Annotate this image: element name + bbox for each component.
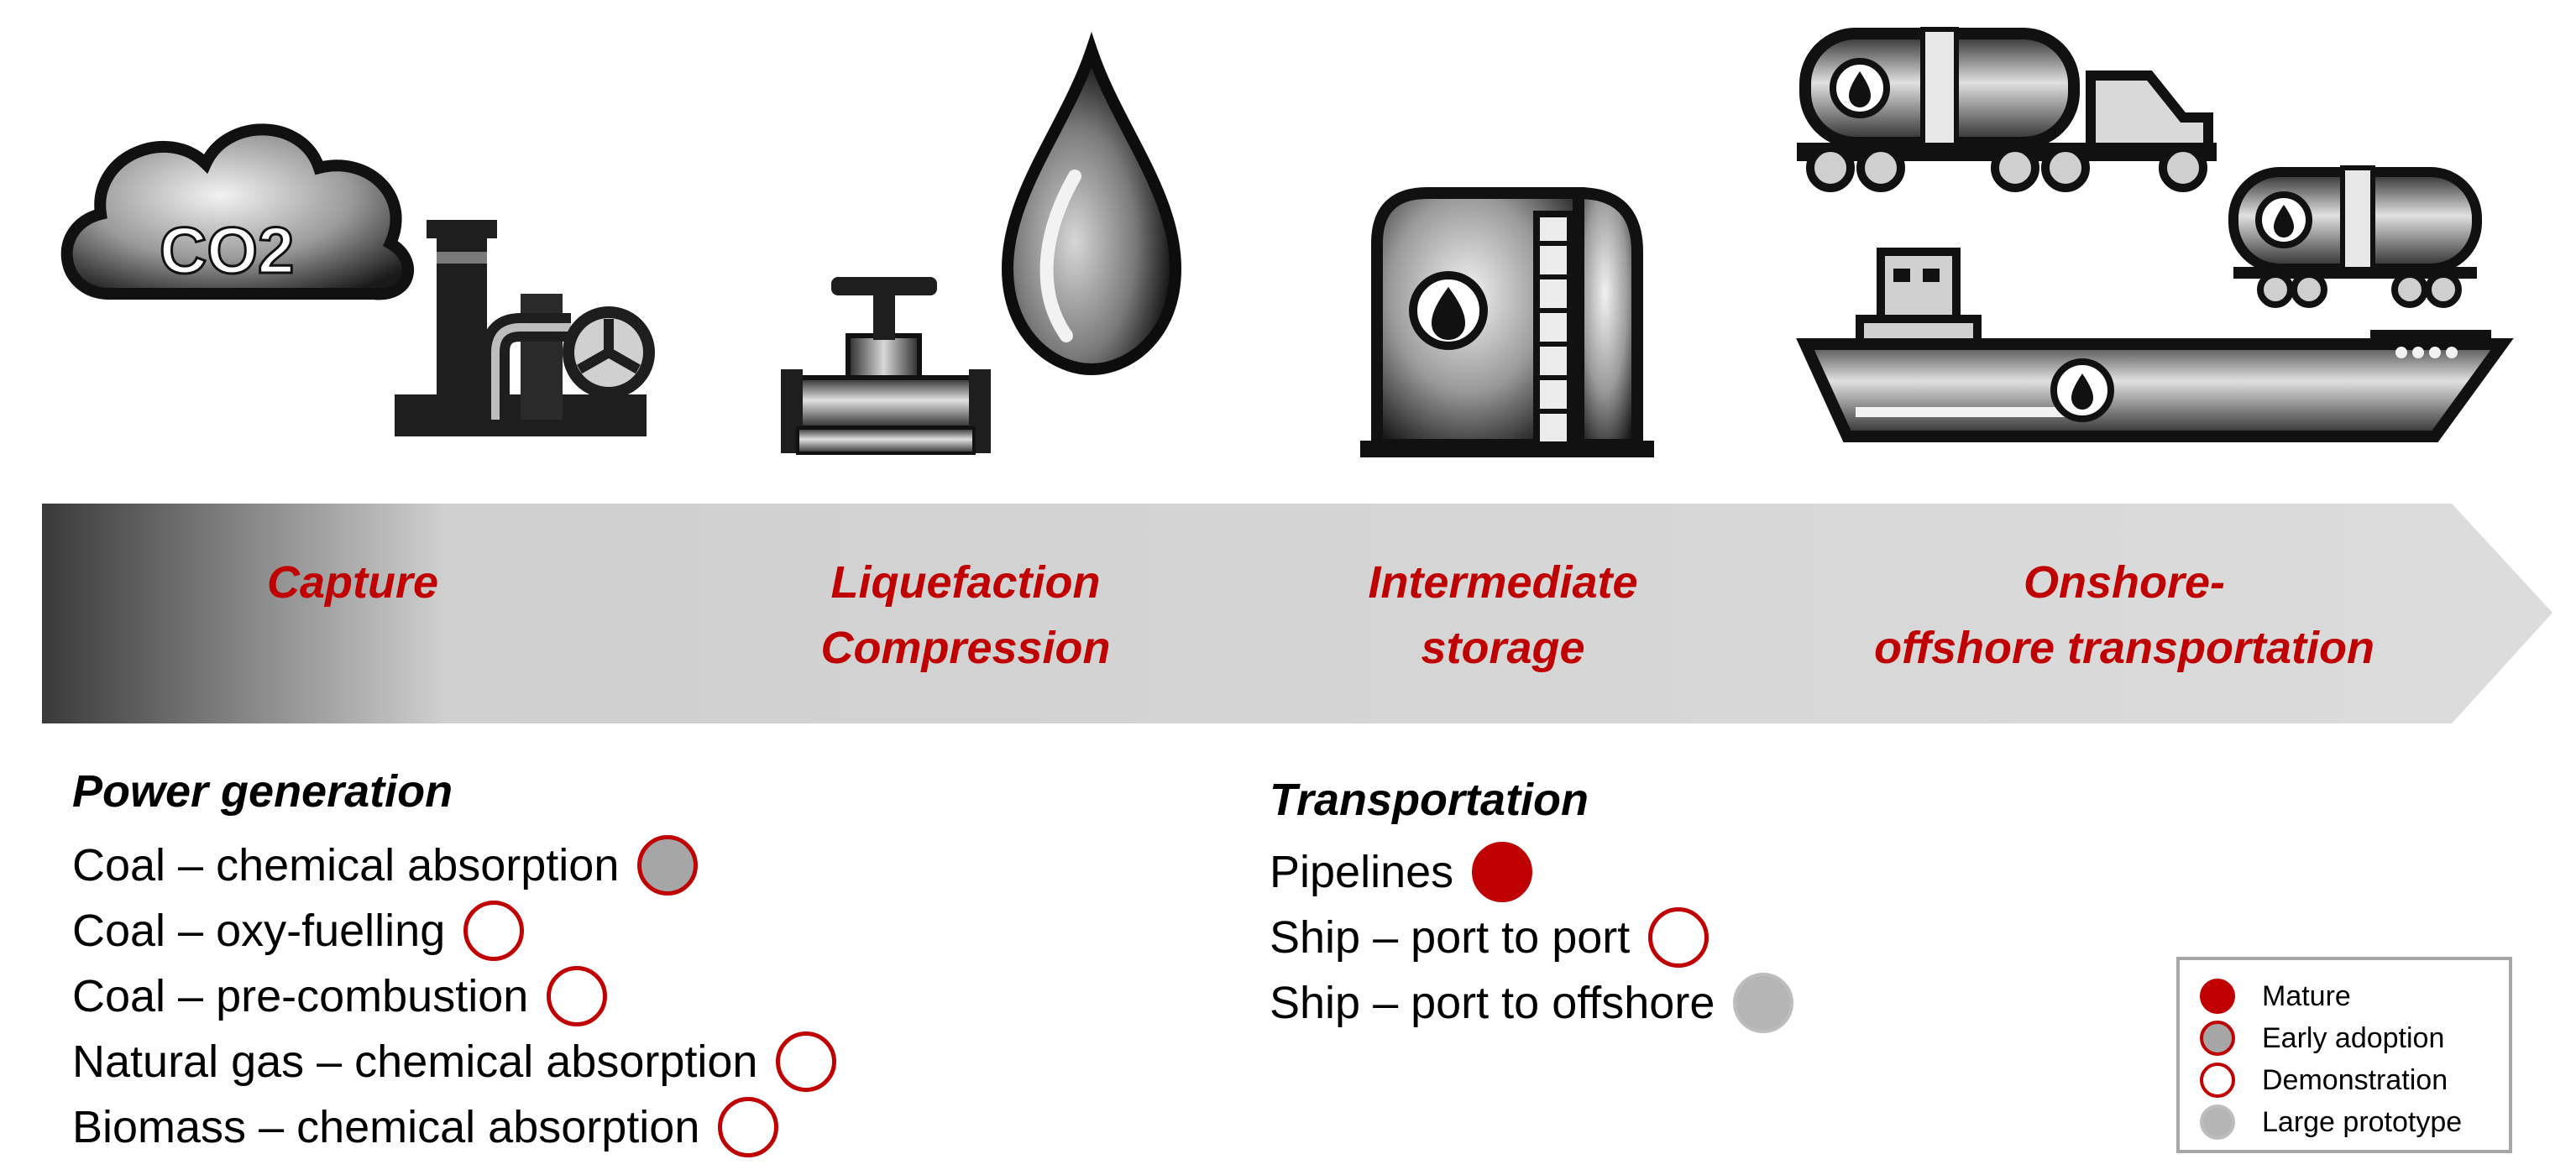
legend-dot-large-prototype [2200,1104,2235,1140]
stage-transportation-line-1: Onshore- [2023,557,2226,608]
stage-liquefaction-compression: Liquefaction Compression [747,550,1184,681]
valve-icon [781,277,991,455]
transportation-item: Pipelines [1270,839,1533,905]
status-dot-demonstration [1648,907,1709,968]
legend-item-early-adoption: Early adoption [2200,1017,2509,1059]
stage-storage-line-2: storage [1421,623,1585,673]
legend-label: Early adoption [2262,1021,2445,1054]
status-dot-demonstration [776,1031,837,1092]
legend-label: Large prototype [2262,1105,2463,1138]
stage-transportation-line-2: offshore transportation [1873,623,2375,673]
legend-item-mature: Mature [2200,975,2509,1017]
tanker-truck-icon [1797,27,2217,192]
status-dot-demonstration [718,1097,779,1157]
power-generation-item: Natural gas – chemical absorption [72,1029,837,1094]
stage-capture-line-1: Capture [266,557,439,608]
legend-dot-mature [2200,979,2235,1014]
status-dot-early-adoption [637,835,699,896]
legend-dot-demonstration [2200,1063,2235,1098]
transportation-heading: Transportation [1270,775,1589,825]
legend-dot-early-adoption [2200,1021,2235,1056]
co2-label: CO2 [160,213,294,287]
rail-tank-car-icon [2228,165,2482,308]
power-generation-item: Biomass – chemical absorption [72,1094,779,1160]
droplet-icon [1001,31,1182,376]
power-generation-item-label: Biomass – chemical absorption [72,1102,700,1152]
status-dot-demonstration [463,901,525,961]
power-generation-heading: Power generation [72,766,453,817]
power-generation-item: Coal – pre-combustion [72,964,608,1029]
icons-row: CO2 [60,27,2514,457]
stage-intermediate-storage: Intermediate storage [1310,550,1696,681]
transportation-item: Ship – port to port [1270,905,1709,970]
legend-label: Demonstration [2262,1063,2448,1096]
factory-icon [395,220,655,436]
power-generation-item-label: Coal – chemical absorption [72,840,620,890]
transportation-item: Ship – port to offshore [1270,970,1794,1036]
co2-cloud-icon: CO2 [60,123,415,300]
legend-label: Mature [2262,979,2351,1012]
transportation-item-label: Ship – port to port [1270,912,1631,963]
stage-onshore-offshore-transportation: Onshore- offshore transportation [1822,550,2427,681]
stage-capture: Capture [202,550,504,615]
transportation-item-label: Pipelines [1270,847,1454,897]
legend-item-demonstration: Demonstration [2200,1059,2509,1101]
power-generation-item-label: Coal – pre-combustion [72,971,529,1021]
stage-storage-line-1: Intermediate [1368,557,1638,608]
status-dot-mature [1472,842,1533,902]
legend-item-large-prototype: Large prototype [2200,1101,2509,1143]
stage-liquefaction-line-2: Compression [820,623,1111,673]
status-dot-demonstration [547,966,608,1026]
storage-tank-icon [1360,186,1654,457]
legend: Mature Early adoption Demonstration Larg… [2176,957,2512,1153]
power-generation-item: Coal – chemical absorption [72,833,699,898]
status-dot-large-prototype [1733,973,1794,1033]
tanker-ship-icon [1796,248,2514,442]
power-generation-item-label: Natural gas – chemical absorption [72,1037,758,1087]
power-generation-item: Coal – oxy-fuelling [72,898,525,964]
power-generation-item-label: Coal – oxy-fuelling [72,906,446,956]
stage-liquefaction-line-1: Liquefaction [830,557,1101,608]
transportation-item-label: Ship – port to offshore [1270,978,1715,1028]
